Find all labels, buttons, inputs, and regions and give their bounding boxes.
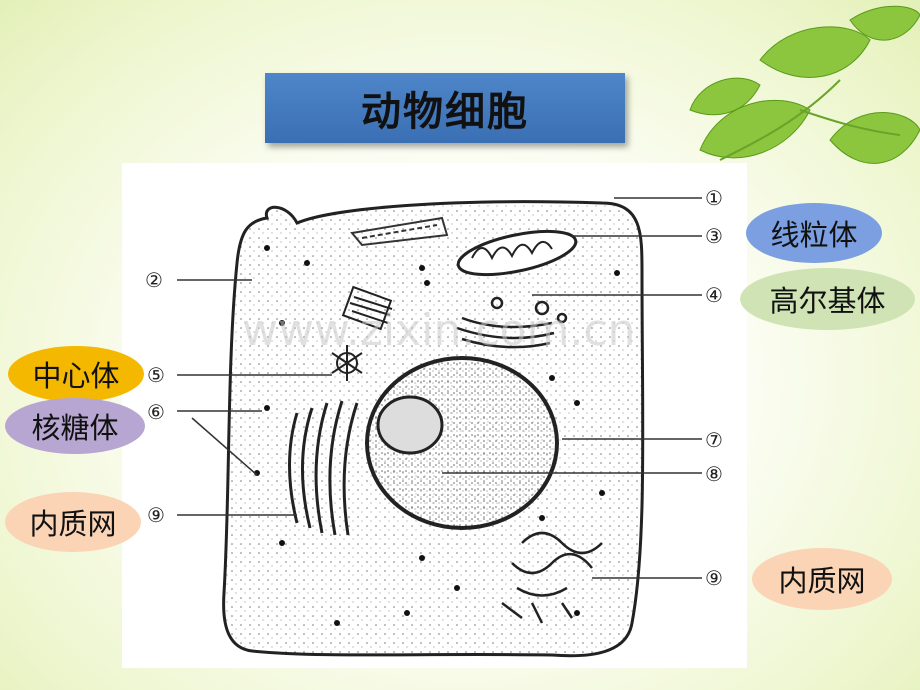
marker-7: ⑦ <box>705 428 723 452</box>
label-mitochondria: 线粒体 <box>746 203 882 263</box>
marker-5: ⑤ <box>147 363 165 387</box>
label-er-right: 内质网 <box>752 548 892 610</box>
marker-1: ① <box>705 186 723 210</box>
marker-9-left: ⑨ <box>147 503 165 527</box>
title-banner: 动物细胞 <box>265 73 625 143</box>
watermark: www.zixin.com.cn <box>242 305 635 356</box>
marker-2: ② <box>145 268 163 292</box>
centrosome <box>331 285 393 381</box>
label-golgi: 高尔基体 <box>740 268 915 330</box>
endoplasmic-reticulum-left <box>288 400 359 536</box>
nucleolus <box>376 395 444 455</box>
marker-6: ⑥ <box>147 400 165 424</box>
ribosome-dots <box>254 245 620 626</box>
label-er-left: 内质网 <box>5 492 141 552</box>
endoplasmic-reticulum-right <box>501 531 603 624</box>
animal-cell-diagram: www.zixin.com.cn <box>177 197 702 658</box>
label-ribosome: 核糖体 <box>5 398 145 454</box>
marker-8: ⑧ <box>705 462 723 486</box>
marker-3: ③ <box>705 224 723 248</box>
golgi-apparatus <box>456 296 568 349</box>
cell-diagram-panel: www.zixin.com.cn <box>122 163 747 668</box>
mitochondrion-top <box>350 216 449 247</box>
marker-9-right: ⑨ <box>705 566 723 590</box>
page-title: 动物细胞 <box>361 89 529 135</box>
leader-lines <box>177 197 702 579</box>
marker-4: ④ <box>705 283 723 307</box>
label-centrosome: 中心体 <box>8 346 144 402</box>
